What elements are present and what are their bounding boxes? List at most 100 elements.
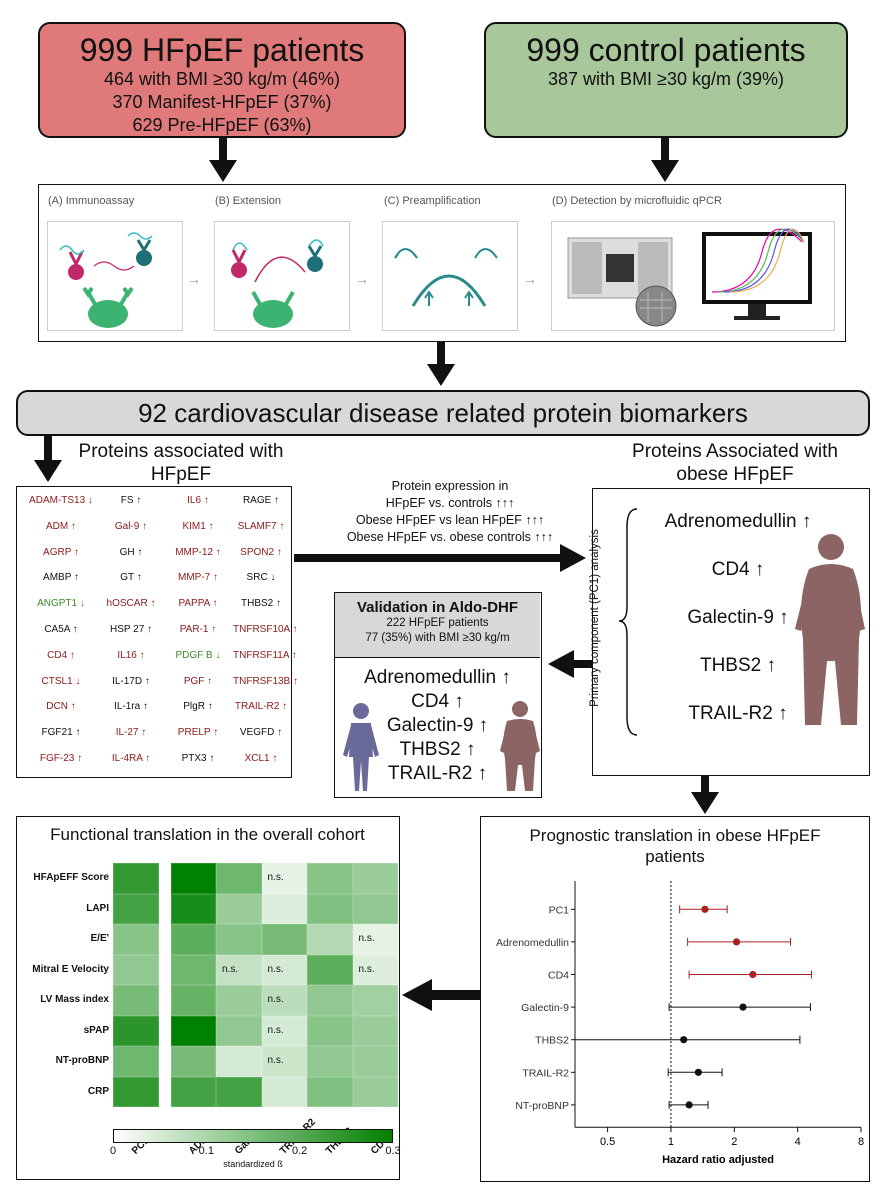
heatmap-cell — [113, 954, 159, 985]
protein-item: XCL1 ↑ — [244, 753, 278, 764]
y-category-label: CD4 — [548, 970, 569, 982]
heatmap-cell — [261, 1076, 307, 1107]
heatmap-cell — [216, 924, 262, 955]
heatmap-cell — [352, 1015, 398, 1046]
hazard-ratio-point — [732, 938, 741, 946]
hazard-ratio-point — [701, 905, 709, 913]
arrow-right-icon: → — [355, 271, 369, 287]
arrow-head — [651, 160, 679, 182]
obese-protein-item: TRAIL-R2 ↑ — [688, 703, 788, 724]
not-significant-label: n.s. — [267, 963, 284, 975]
x-axis-label: Hazard ratio adjusted — [662, 1154, 774, 1166]
functional-title: Functional translation in the overall co… — [50, 825, 365, 844]
protein-item: TNFRSF11A ↑ — [233, 649, 297, 661]
heatmap-cell — [170, 863, 216, 894]
protein-item: THBS2 ↑ — [240, 598, 281, 610]
heatmap-cell — [216, 1015, 262, 1046]
heatmap-cell — [216, 954, 262, 985]
hazard-ratio-point — [749, 970, 757, 979]
heatmap-cell — [261, 954, 307, 985]
validation-item: Adrenomedullin ↑ — [364, 667, 511, 688]
protein-item: CD4 ↑ — [47, 649, 75, 661]
colorbar — [113, 1129, 393, 1143]
hfpef-proteins-heading: Proteins associated with HFpEF — [56, 440, 306, 486]
protein-item: SPON2 ↑ — [240, 546, 282, 558]
validation-item: THBS2 ↑ — [399, 739, 476, 760]
heatmap-cell — [216, 893, 262, 924]
obese-proteins-heading: Proteins Associated with obese HFpEF — [600, 440, 870, 486]
protein-item: hOSCAR ↑ — [106, 598, 156, 610]
step-label-preamplification: (C) Preamplification — [384, 195, 481, 207]
validation-box: Validation in Aldo-DHF 222 HFpEF patient… — [334, 592, 542, 798]
protein-item: AGRP ↑ — [43, 546, 79, 558]
protein-item: PDGF B ↓ — [175, 649, 221, 661]
y-category-label: PC1 — [549, 904, 570, 916]
heatmap-cell — [352, 1046, 398, 1077]
y-category-label: Galectin-9 — [521, 1002, 569, 1014]
hfpef-cohort-title: 999 HFpEF patients — [79, 32, 365, 68]
protein-item: PGF ↑ — [183, 675, 213, 687]
heatmap-row-label: HFApEFF Score — [33, 872, 109, 884]
arrow-head — [427, 364, 455, 386]
protein-item: ANGPT1 ↓ — [37, 598, 85, 610]
arrow-head — [209, 160, 237, 182]
not-significant-label: n.s. — [222, 963, 239, 975]
hfpef-cohort-line: 370 Manifest-HFpEF (37%) — [112, 92, 332, 112]
step-label-immunoassay: (A) Immunoassay — [48, 195, 135, 207]
validation-line: 77 (35%) with BMI ≥30 kg/m — [365, 632, 510, 644]
arrow-right-icon: → — [187, 271, 201, 287]
arrow-head — [34, 460, 62, 482]
colorbar-label: standardized ß — [223, 1159, 283, 1169]
protein-item: RAGE ↑ — [242, 495, 280, 506]
x-tick-label: 2 — [731, 1136, 737, 1148]
not-significant-label: n.s. — [358, 933, 375, 945]
protein-item: HSP 27 ↑ — [109, 624, 153, 635]
protein-item: TNFRSF10A ↑ — [233, 624, 298, 635]
heatmap-cell — [352, 924, 398, 955]
arrow-head — [691, 792, 719, 814]
obese-proteins-box: Primary component (PC1) analysis Adrenom… — [589, 488, 870, 776]
x-tick-label: 4 — [795, 1136, 801, 1148]
validation-item: TRAIL-R2 ↑ — [387, 763, 488, 784]
colorbar-tick-label: 0.1 — [198, 1145, 214, 1157]
protein-item: IL-4RA ↑ — [111, 753, 151, 764]
workflow-panel: (A) Immunoassay (B) Extension (C) Preamp… — [38, 184, 846, 342]
hfpef-cohort-box: 999 HFpEF patients 464 with BMI ≥30 kg/m… — [38, 22, 406, 138]
heatmap-cell — [170, 1046, 216, 1077]
y-category-label: THBS2 — [535, 1035, 569, 1047]
arrow-head — [548, 650, 574, 678]
heatmap-cell — [307, 1015, 353, 1046]
heatmap-cell — [170, 954, 216, 985]
validation-header: Validation in Aldo-DHF 222 HFpEF patient… — [335, 593, 540, 658]
protein-item: PRELP ↑ — [177, 727, 219, 739]
lean-person-icon — [343, 703, 379, 791]
validation-item: Galectin-9 ↑ — [386, 715, 489, 736]
obese-protein-item: Galectin-9 ↑ — [687, 607, 789, 628]
obese-protein-item: Adrenomedullin ↑ — [664, 511, 812, 532]
protein-item: VEGFD ↑ — [239, 727, 283, 739]
arrow-bar — [701, 776, 709, 794]
amplicon-icon — [394, 248, 498, 307]
obese-protein-items: Adrenomedullin ↑ CD4 ↑ Galectin-9 ↑ THBS… — [649, 489, 829, 769]
protein-item: FS ↑ — [120, 495, 142, 506]
expression-note-line: Obese HFpEF vs. obese controls ↑↑↑ — [346, 530, 554, 544]
y-category-label: Adrenomedullin — [496, 937, 569, 949]
arrow-bar — [430, 990, 480, 1000]
heatmap-row-label: Mitral E Velocity — [32, 963, 109, 975]
obese-proteins-heading-line: obese HFpEF — [676, 464, 794, 485]
heatmap-cell — [261, 924, 307, 955]
heatmap-cell — [216, 985, 262, 1016]
obese-protein-item: THBS2 ↑ — [699, 655, 777, 676]
arrow-bar — [572, 660, 592, 668]
obese-protein-item: CD4 ↑ — [711, 559, 765, 580]
heatmap-cell — [113, 863, 159, 894]
hfpef-proteins-heading-line: Proteins associated with — [78, 441, 284, 462]
heatmap-cell — [307, 924, 353, 955]
heatmap-cell — [307, 1076, 353, 1107]
heatmap-cell — [113, 1046, 159, 1077]
protein-item: PAR-1 ↑ — [179, 624, 217, 635]
protein-item: GT ↑ — [120, 572, 142, 584]
not-significant-label: n.s. — [267, 994, 284, 1006]
heatmap-row-label: CRP — [87, 1085, 109, 1097]
